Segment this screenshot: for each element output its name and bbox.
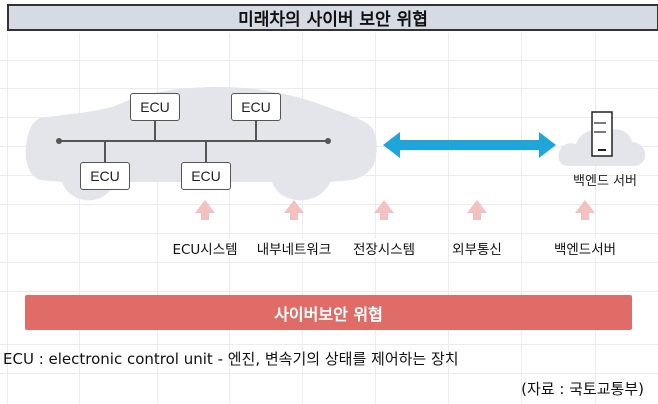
gridline xyxy=(157,33,158,404)
ecu-label: ECU xyxy=(241,99,271,115)
threat-arrow-icon xyxy=(195,200,215,220)
gridline xyxy=(302,33,303,404)
gridline xyxy=(0,204,658,205)
ecu-box: ECU xyxy=(181,162,231,190)
gridline xyxy=(595,33,596,404)
diagram-canvas xyxy=(25,86,646,220)
gridline xyxy=(0,291,658,292)
threat-source-label: ECU시스템 xyxy=(170,238,240,258)
gridline xyxy=(0,373,658,374)
ecu-label: ECU xyxy=(191,168,221,184)
gridline xyxy=(448,33,449,404)
gridline xyxy=(0,233,658,234)
threat-source-label: 외부통신 xyxy=(450,238,504,258)
ecu-box: ECU xyxy=(80,162,130,190)
ecu-box: ECU xyxy=(231,93,281,121)
threat-arrow-icon xyxy=(374,200,394,220)
gridline xyxy=(521,33,522,404)
threat-arrow-icon xyxy=(575,200,595,220)
gridline xyxy=(229,33,230,404)
bidirectional-arrow-icon xyxy=(383,132,556,158)
threat-source-label: 내부네트워크 xyxy=(254,238,334,258)
cyber-threat-label: 사이버보안 위협 xyxy=(274,304,383,324)
title-text: 미래차의 사이버 보안 위협 xyxy=(238,10,428,30)
server-icon xyxy=(591,111,613,157)
ecu-box: ECU xyxy=(130,93,180,121)
bus-end-left xyxy=(56,138,62,144)
gridline xyxy=(0,88,658,89)
threat-source-label: 전장시스템 xyxy=(350,238,418,258)
page-title: 미래차의 사이버 보안 위협 xyxy=(7,4,658,31)
gridline xyxy=(0,344,658,345)
bus-end-right xyxy=(325,138,331,144)
gridline xyxy=(7,33,8,404)
threat-arrow-icon xyxy=(284,200,304,220)
threat-source-label: 백엔드서버 xyxy=(551,238,619,258)
backend-server-label: 백엔드 서버 xyxy=(573,174,637,189)
gridline xyxy=(79,33,80,404)
gridline xyxy=(0,262,658,263)
source-credit: (자료 : 국토교통부) xyxy=(521,380,644,398)
ecu-label: ECU xyxy=(90,168,120,184)
ecu-label: ECU xyxy=(140,99,170,115)
gridline xyxy=(375,33,376,404)
gridline xyxy=(0,60,658,61)
threat-arrow-icon xyxy=(467,200,487,220)
cyber-threat-bar: 사이버보안 위협 xyxy=(25,295,632,330)
ecu-footnote: ECU : electronic control unit - 엔진, 변속기의… xyxy=(3,350,459,368)
